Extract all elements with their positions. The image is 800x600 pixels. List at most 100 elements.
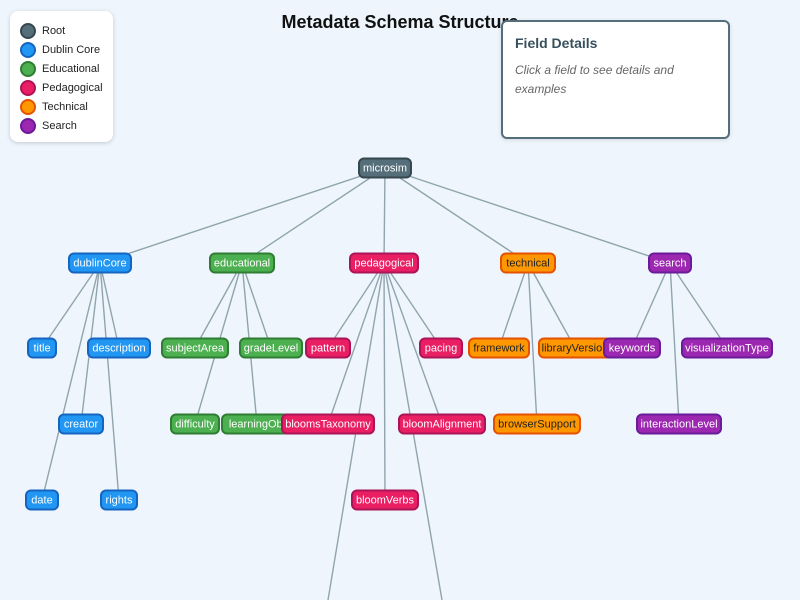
node-label: title [33, 343, 50, 355]
node-box [500, 252, 556, 274]
node-box [398, 413, 486, 435]
legend-swatch-dublin-core [20, 41, 36, 58]
node-label: technical [506, 258, 549, 270]
tree-node-search[interactable]: search [648, 252, 692, 274]
tree-node-interaction-level[interactable]: interactionLevel [636, 413, 722, 435]
tree-node-technical[interactable]: technical [500, 252, 556, 274]
node-label: bloomVerbs [356, 495, 415, 507]
node-label: browserSupport [498, 419, 576, 431]
tree-node-grade-level[interactable]: gradeLevel [239, 337, 303, 359]
tree-node-description[interactable]: description [87, 337, 151, 359]
node-label: libraryVersion [542, 343, 609, 355]
node-box [27, 337, 57, 359]
tree-links [41, 167, 728, 600]
node-label: microsim [363, 163, 407, 175]
tree-node-browser-support[interactable]: browserSupport [493, 413, 581, 435]
node-box [87, 337, 151, 359]
tree-link [527, 262, 538, 425]
tree-link [383, 167, 386, 264]
legend-item-pedagogical: Pedagogical [20, 78, 113, 97]
tree-link [99, 262, 120, 349]
tree-link [384, 167, 671, 264]
tree-link [41, 262, 101, 501]
legend-item-search: Search [20, 116, 113, 135]
tree-node-keywords[interactable]: keywords [603, 337, 661, 359]
tree-node-library-version[interactable]: libraryVersion [538, 337, 612, 359]
field-details-heading: Field Details [515, 35, 598, 51]
node-label: search [653, 258, 686, 270]
tree-node-educational[interactable]: educational [209, 252, 275, 274]
node-label: pedagogical [354, 258, 413, 270]
node-box [58, 413, 104, 435]
node-box [681, 337, 773, 359]
tree-link [99, 167, 386, 264]
legend: Root Dublin Core Educational Pedagogical… [10, 11, 113, 142]
tree-node-rights[interactable]: rights [100, 489, 138, 511]
node-box [603, 337, 661, 359]
node-label: rights [106, 495, 133, 507]
node-label: creator [64, 419, 99, 431]
node-box [161, 337, 229, 359]
field-details-text: Click a field to see details and example… [515, 63, 674, 96]
tree-link [241, 167, 386, 264]
tree-node-bloom-alignment[interactable]: bloomAlignment [398, 413, 486, 435]
node-box [100, 489, 138, 511]
legend-label: Pedagogical [42, 81, 103, 94]
node-label: subjectArea [166, 343, 225, 355]
node-box [468, 337, 530, 359]
legend-label: Dublin Core [42, 43, 101, 56]
tree-node-visualization-type[interactable]: visualizationType [681, 337, 773, 359]
node-box [68, 252, 132, 274]
tree-node-blooms-taxonomy[interactable]: bloomsTaxonomy [281, 413, 375, 435]
node-label: visualizationType [685, 343, 769, 355]
node-label: keywords [609, 343, 656, 355]
node-box [493, 413, 581, 435]
legend-item-educational: Educational [20, 59, 113, 78]
tree-node-pattern[interactable]: pattern [305, 337, 351, 359]
diagram-title: Metadata Schema Structure [281, 12, 519, 32]
node-box [648, 252, 692, 274]
node-box [351, 489, 419, 511]
legend-swatch-root [20, 22, 36, 39]
legend-item-root: Root [20, 21, 113, 40]
node-label: interactionLevel [640, 419, 717, 431]
tree-node-framework[interactable]: framework [468, 337, 530, 359]
node-box [239, 337, 303, 359]
node-label: dublinCore [73, 258, 126, 270]
node-box [349, 252, 419, 274]
node-box [419, 337, 463, 359]
legend-label: Technical [42, 100, 88, 113]
tree-link [384, 167, 529, 264]
tree-node-pacing[interactable]: pacing [419, 337, 463, 359]
node-label: date [31, 495, 52, 507]
tree-node-title[interactable]: title [27, 337, 57, 359]
node-box [358, 157, 412, 179]
node-label: gradeLevel [244, 343, 298, 355]
tree-nodes: title description creator date rights dublinC… [25, 157, 773, 511]
node-label: learningObj [229, 419, 285, 431]
tree-node-creator[interactable]: creator [58, 413, 104, 435]
node-box [281, 413, 375, 435]
tree-node-learning-obj[interactable]: learningObj [221, 413, 293, 435]
tree-node-difficulty[interactable]: difficulty [170, 413, 220, 435]
tree-node-bloom-verbs[interactable]: bloomVerbs [351, 489, 419, 511]
legend-swatch-search [20, 117, 36, 134]
tree-link [327, 262, 385, 425]
node-label: bloomAlignment [403, 419, 482, 431]
legend-swatch-educational [20, 60, 36, 77]
field-details-panel: Field Details Click a field to see detai… [501, 20, 730, 139]
tree-node-subject-area[interactable]: subjectArea [161, 337, 229, 359]
tree-link [498, 262, 529, 349]
tree-link [99, 262, 120, 501]
tree-node-pedagogical[interactable]: pedagogical [349, 252, 419, 274]
tree-link [383, 262, 386, 501]
tree-link [194, 262, 243, 349]
tree-node-microsim[interactable]: microsim [358, 157, 412, 179]
tree-link [41, 262, 101, 349]
legend-label: Search [42, 119, 77, 132]
node-label: pacing [425, 343, 457, 355]
tree-node-date[interactable]: date [25, 489, 59, 511]
tree-link [383, 262, 442, 349]
tree-node-dublin-core[interactable]: dublinCore [68, 252, 132, 274]
